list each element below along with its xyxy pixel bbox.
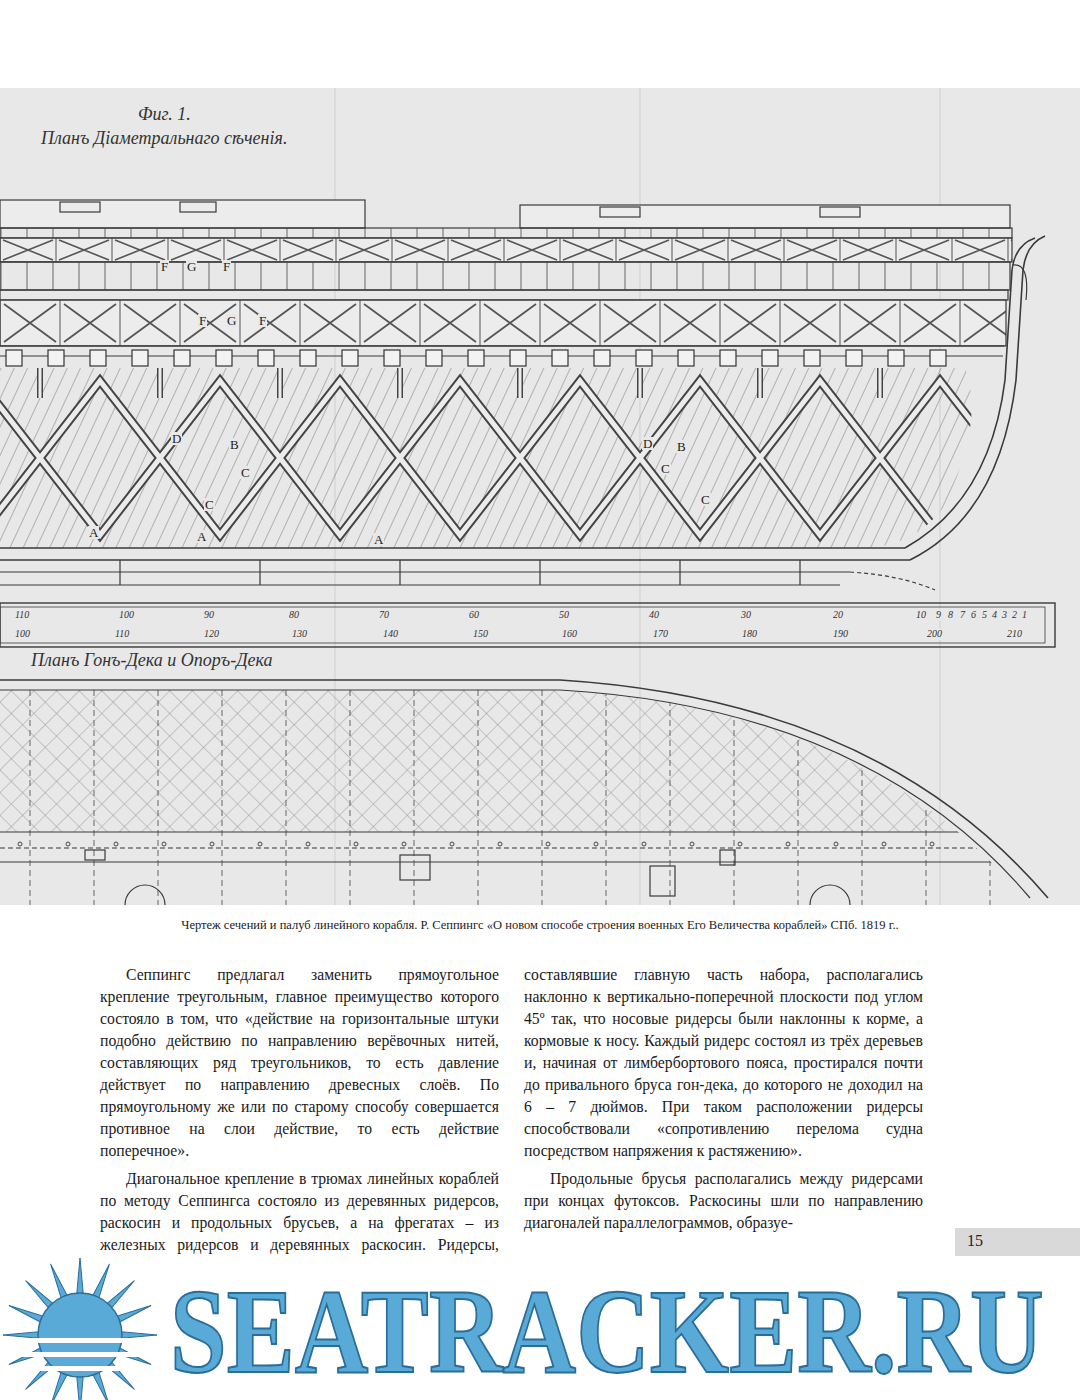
drawing-title: Планъ Гонъ-Дека и Опоръ-Дека (28, 650, 276, 670)
scale-strip (0, 603, 1055, 647)
watermark: SEATRACKER.RU (170, 1272, 1044, 1392)
scale-number: 30 (740, 609, 752, 621)
scale-number: 3 (1001, 609, 1008, 621)
scale-number: 7 (959, 609, 966, 621)
scale-number: 9 (935, 609, 942, 621)
scale-number: 160 (561, 628, 578, 640)
scale-number: 80 (288, 609, 300, 621)
scale-number: 100 (118, 609, 135, 621)
scale-number: 180 (741, 628, 758, 640)
scale-number: 10 (915, 609, 927, 621)
part-letter: A (373, 533, 384, 546)
part-letter: A (196, 530, 207, 543)
scale-number: 170 (652, 628, 669, 640)
hull-profile (0, 200, 1045, 590)
scale-number: 20 (832, 609, 844, 621)
page-number: 15 (967, 1233, 983, 1249)
scale-number: 6 (970, 609, 977, 621)
part-letter: D (171, 432, 182, 445)
part-letter: F (160, 260, 169, 273)
scale-number: 140 (382, 628, 399, 640)
scale-number: 90 (203, 609, 215, 621)
part-letter: F (198, 314, 207, 327)
drawing-title: Планъ Діаметральнаго сѣченія. (38, 128, 290, 148)
scale-number: 5 (981, 609, 988, 621)
drawing-ground (0, 88, 1080, 905)
page-number-bar (955, 1228, 1080, 1256)
part-letter: G (186, 260, 197, 273)
scale-number: 70 (378, 609, 390, 621)
part-letter: G (226, 314, 237, 327)
scale-number: 110 (114, 628, 130, 640)
part-letter: C (700, 493, 711, 506)
part-letter: F (258, 314, 267, 327)
scale-number: 190 (832, 628, 849, 640)
deck-plan (0, 680, 1080, 905)
scale-number: 110 (14, 609, 30, 621)
part-letter: C (660, 462, 671, 475)
scale-number: 150 (472, 628, 489, 640)
scale-number: 210 (1006, 628, 1023, 640)
part-letter: D (642, 437, 653, 450)
scale-number: 200 (926, 628, 943, 640)
body-text: Сеппингс предлагал заменить прямоугольно… (100, 964, 923, 1256)
scale-number: 40 (648, 609, 660, 621)
part-letter: C (240, 466, 251, 479)
scale-number: 4 (991, 609, 998, 621)
part-letter: C (204, 498, 215, 511)
part-letter: A (88, 526, 99, 539)
body-paragraph: Сеппингс предлагал заменить прямоугольно… (100, 964, 499, 1162)
part-letter: F (222, 260, 231, 273)
scale-number: 120 (203, 628, 220, 640)
part-letter: B (676, 440, 687, 453)
watermark-sun (0, 1258, 165, 1400)
scale-number: 2 (1011, 609, 1018, 621)
drawing-title: Фиг. 1. (135, 104, 194, 124)
scale-number: 8 (947, 609, 954, 621)
scale-number: 100 (14, 628, 31, 640)
scale-number: 50 (558, 609, 570, 621)
body-paragraph: Продольные брусья располагались между ри… (524, 1168, 923, 1234)
figure-caption: Чертеж сечений и палуб линейного корабля… (130, 917, 950, 934)
part-letter: B (229, 438, 240, 451)
scale-number: 60 (468, 609, 480, 621)
scale-number: 1 (1021, 609, 1028, 621)
scale-number: 130 (291, 628, 308, 640)
